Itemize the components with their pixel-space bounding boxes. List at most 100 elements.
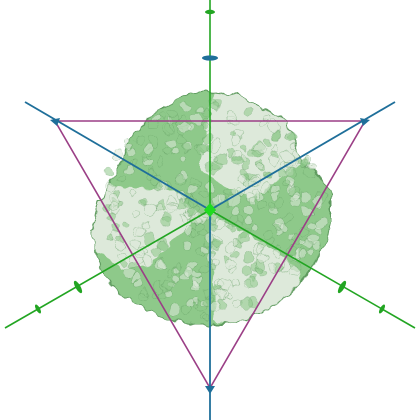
atom-sphere: [268, 120, 281, 133]
atom-sphere: [108, 200, 119, 211]
two-fold-axis-icon[interactable]: [378, 304, 386, 315]
atom-sphere: [129, 189, 138, 198]
atom-sphere: [243, 252, 255, 264]
atom-sphere: [180, 216, 189, 224]
atom-sphere: [161, 216, 171, 227]
atom-sphere: [225, 242, 236, 252]
three-fold-axis-icon[interactable]: [50, 118, 60, 126]
atom-sphere: [157, 241, 167, 252]
atom-sphere: [226, 111, 236, 121]
two-fold-axis-icon[interactable]: [336, 280, 347, 295]
atom-sphere: [299, 157, 308, 167]
atom-sphere: [201, 117, 210, 126]
atom-sphere: [291, 150, 300, 160]
atom-sphere: [182, 240, 193, 252]
atom-sphere: [171, 147, 179, 155]
atom-sphere: [218, 195, 226, 203]
atom-sphere: [200, 265, 209, 275]
atom-sphere: [174, 266, 182, 274]
atom-sphere: [252, 190, 262, 199]
atom-sphere: [240, 298, 253, 310]
atom-sphere: [156, 157, 165, 166]
protein-model: [90, 90, 331, 325]
atom-sphere: [151, 247, 161, 257]
atom-sphere: [230, 280, 239, 289]
atom-sphere: [132, 211, 140, 219]
atom-sphere: [271, 184, 280, 194]
atom-sphere: [163, 279, 174, 290]
atom-sphere: [190, 280, 201, 291]
protein-subunit-dark: [92, 245, 150, 300]
atom-sphere: [166, 269, 174, 277]
three-fold-axis-icon[interactable]: [202, 55, 218, 61]
atom-sphere: [216, 289, 227, 301]
atom-sphere: [178, 122, 190, 133]
atom-sphere: [221, 187, 231, 197]
atom-sphere: [182, 226, 193, 236]
atom-sphere: [254, 265, 263, 274]
atom-sphere: [162, 146, 171, 155]
atom-sphere: [202, 313, 210, 321]
atom-sphere: [155, 204, 164, 213]
atom-sphere: [161, 122, 173, 134]
atom-sphere: [271, 151, 279, 160]
atom-sphere: [289, 266, 300, 278]
atom-sphere: [308, 164, 316, 171]
atom-sphere: [261, 182, 271, 192]
atom-sphere: [202, 131, 213, 143]
atom-sphere: [289, 142, 297, 150]
atom-sphere: [103, 168, 112, 177]
atom-sphere: [197, 228, 208, 238]
atom-sphere: [123, 164, 135, 175]
atom-sphere: [209, 141, 221, 153]
atom-sphere: [183, 266, 196, 278]
three-fold-axis-icon[interactable]: [360, 118, 370, 126]
two-fold-axis-icon[interactable]: [205, 9, 215, 15]
two-fold-axis-icon[interactable]: [34, 304, 42, 315]
atom-sphere: [235, 216, 244, 225]
atom-sphere: [135, 280, 143, 288]
atom-sphere: [175, 175, 185, 185]
atom-sphere: [255, 163, 264, 171]
atom-sphere: [307, 233, 318, 244]
atom-sphere: [310, 221, 319, 229]
atom-sphere: [117, 175, 126, 184]
atom-sphere: [247, 276, 258, 288]
atom-sphere: [124, 267, 135, 279]
atom-sphere: [263, 114, 271, 122]
atom-sphere: [142, 233, 155, 245]
atom-sphere: [255, 245, 265, 254]
atom-sphere: [218, 278, 230, 290]
atom-sphere: [113, 239, 125, 252]
atom-sphere: [281, 150, 293, 162]
atom-sphere: [271, 131, 281, 141]
atom-sphere: [257, 200, 268, 210]
atom-sphere: [305, 248, 314, 257]
atom-sphere: [274, 199, 284, 209]
atom-sphere: [299, 251, 307, 259]
atom-spheres: [102, 97, 328, 321]
three-fold-axis-icon[interactable]: [205, 386, 215, 394]
center-marker-icon[interactable]: [204, 203, 216, 217]
atom-sphere: [263, 138, 271, 146]
atom-sphere: [248, 198, 257, 207]
atom-sphere: [200, 190, 210, 199]
atom-sphere: [289, 193, 299, 202]
atom-sphere: [181, 103, 192, 114]
atom-sphere: [104, 182, 116, 193]
atom-sphere: [228, 129, 238, 139]
atom-sphere: [268, 263, 277, 273]
two-fold-axis-icon[interactable]: [72, 280, 83, 295]
atom-sphere: [241, 145, 249, 152]
atom-sphere: [231, 206, 242, 217]
atom-sphere: [169, 304, 180, 316]
atom-sphere: [244, 215, 254, 225]
atom-sphere: [232, 237, 241, 246]
atom-sphere: [238, 174, 247, 184]
atom-sphere: [134, 135, 145, 146]
atom-sphere: [196, 106, 204, 114]
atom-sphere: [271, 192, 280, 200]
atom-sphere: [184, 299, 195, 309]
